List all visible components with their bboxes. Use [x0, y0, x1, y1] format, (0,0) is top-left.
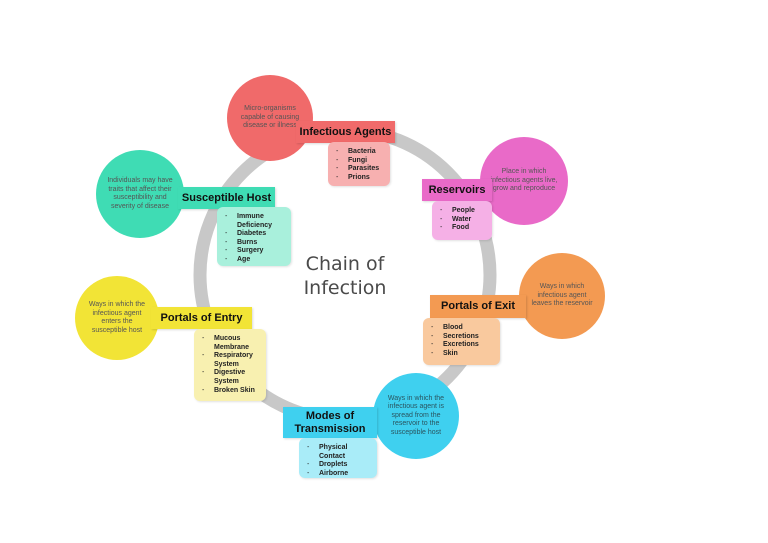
list-item: Parasites: [336, 165, 386, 174]
diagram-title: Chain of Infection: [275, 252, 415, 300]
list-item: Surgery: [225, 247, 287, 256]
susceptible-host-description: Individuals may have traits that affect …: [96, 150, 184, 238]
title-line-2: Infection: [303, 277, 387, 299]
list-item: Bacteria: [336, 148, 386, 157]
list-item: Water: [440, 216, 488, 225]
portals-of-entry-description: Ways in which the infectious agent enter…: [75, 276, 159, 360]
list-item: Respiratory System: [202, 352, 262, 369]
list-item: Excretions: [431, 341, 496, 350]
portals-of-exit-label: Portals of Exit: [430, 295, 526, 318]
list-item: Age: [225, 256, 287, 265]
modes-of-transmission-label: Modes of Transmission: [283, 407, 377, 438]
infectious-agents-list: Bacteria Fungi Parasites Prions: [328, 142, 390, 186]
list-item: Droplets: [307, 461, 373, 470]
portals-of-exit-description: Ways in which infectious agent leaves th…: [519, 253, 605, 339]
list-item: Secretions: [431, 333, 496, 342]
susceptible-host-label: Susceptible Host: [178, 187, 275, 209]
reservoirs-description: Place in which infectious agents live, g…: [480, 137, 568, 225]
list-item: People: [440, 207, 488, 216]
list-item: Skin: [431, 350, 496, 359]
list-item: Broken Skin: [202, 387, 262, 396]
list-item: Mucous Membrane: [202, 335, 262, 352]
modes-of-transmission-list: Physical Contact Droplets Airborne: [299, 438, 377, 478]
infectious-agents-label: Infectious Agents: [296, 121, 395, 143]
list-item: Physical Contact: [307, 444, 373, 461]
list-item: Food: [440, 224, 488, 233]
reservoirs-label: Reservoirs: [422, 179, 492, 201]
list-item: Digestive System: [202, 369, 262, 386]
infectious-agents-description: Micro-organisms capable of causing disea…: [227, 75, 313, 161]
list-item: Fungi: [336, 157, 386, 166]
list-item: Diabetes: [225, 230, 287, 239]
reservoirs-list: People Water Food: [432, 201, 492, 240]
list-item: Prions: [336, 174, 386, 183]
list-item: Blood: [431, 324, 496, 333]
susceptible-host-list: Immune Deficiency Diabetes Burns Surgery…: [217, 207, 291, 266]
list-item: Burns: [225, 239, 287, 248]
portals-of-entry-list: Mucous Membrane Respiratory System Diges…: [194, 329, 266, 401]
portals-of-exit-list: Blood Secretions Excretions Skin: [423, 318, 500, 365]
portals-of-entry-label: Portals of Entry: [151, 307, 252, 329]
list-item: Airborne: [307, 470, 373, 479]
title-line-1: Chain of: [305, 253, 385, 275]
modes-of-transmission-description: Ways in which the infectious agent is sp…: [373, 373, 459, 459]
list-item: Immune Deficiency: [225, 213, 287, 230]
